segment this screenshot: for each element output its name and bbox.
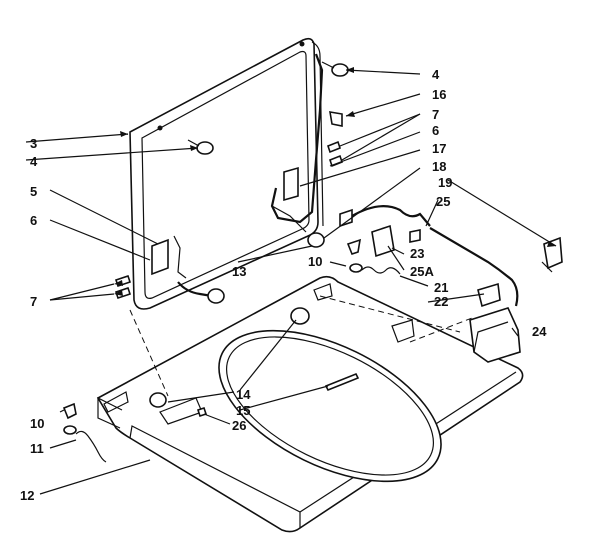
callout-21: 21	[434, 280, 448, 295]
callout-17: 17	[432, 141, 446, 156]
callout-12: 12	[20, 488, 34, 503]
base-hardware	[62, 205, 563, 463]
callout-22: 22	[434, 294, 448, 309]
callout-4-top: 4	[432, 67, 440, 82]
callout-5: 5	[30, 184, 37, 199]
callout-10-upper: 10	[308, 254, 322, 269]
callout-14: 14	[236, 387, 251, 402]
callout-16: 16	[432, 87, 446, 102]
callout-6-right: 6	[432, 123, 439, 138]
callout-18: 18	[432, 159, 446, 174]
callout-25a: 25A	[410, 264, 434, 279]
callout-4-left: 4	[30, 154, 38, 169]
callout-19: 19	[438, 175, 452, 190]
callout-24: 24	[532, 324, 547, 339]
callout-7-right: 7	[432, 107, 439, 122]
callout-13: 13	[232, 264, 246, 279]
callout-25: 25	[436, 194, 450, 209]
callout-labels: 4 16 7 6 17 18 19 25 3 4 5 6 7 13 10 23 …	[20, 67, 547, 503]
leader-lines	[25, 69, 557, 495]
lid-hardware	[114, 41, 349, 304]
callout-11: 11	[30, 441, 44, 456]
callout-10-lower: 10	[30, 416, 44, 431]
top-panel	[96, 275, 524, 533]
callout-7-left: 7	[30, 294, 37, 309]
callout-6-left: 6	[30, 213, 37, 228]
callout-26: 26	[232, 418, 246, 433]
callout-3: 3	[30, 136, 37, 151]
assembly-lines	[129, 295, 473, 397]
callout-23: 23	[410, 246, 424, 261]
arrowheads	[114, 67, 556, 296]
callout-15: 15	[236, 403, 250, 418]
